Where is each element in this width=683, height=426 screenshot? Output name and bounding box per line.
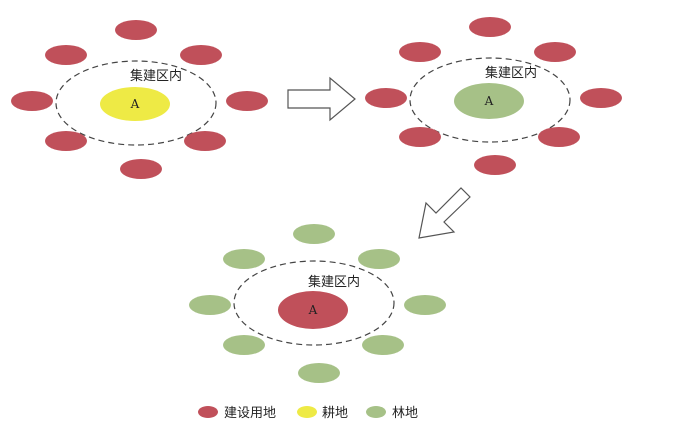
legend: 建设用地 耕地 林地 <box>198 405 418 421</box>
surrounding-parcel-forest <box>358 249 400 269</box>
zone-label: 集建区内 <box>130 68 182 84</box>
surrounding-parcel-forest <box>293 224 335 244</box>
surrounding-parcel-construction <box>538 127 580 147</box>
panel-intermediate: 集建区内 A <box>365 17 622 175</box>
core-parcel-a <box>100 87 170 121</box>
surrounding-parcel-construction <box>365 88 407 108</box>
surrounding-parcel-forest <box>362 335 404 355</box>
surrounding-parcel-construction <box>11 91 53 111</box>
legend-label-construction: 建设用地 <box>224 406 276 421</box>
arrow-down-left-icon <box>418 187 471 239</box>
zone-boundary <box>55 60 217 146</box>
core-parcel-a <box>278 291 348 329</box>
core-label: A <box>484 94 494 108</box>
legend-swatch-forest <box>366 406 386 418</box>
surrounding-parcel-forest <box>189 295 231 315</box>
surrounding-parcels <box>365 17 622 175</box>
surrounding-parcel-construction <box>180 45 222 65</box>
surrounding-parcel-forest <box>298 363 340 383</box>
zone-label: 集建区内 <box>308 274 360 290</box>
surrounding-parcels <box>189 224 446 383</box>
surrounding-parcel-forest <box>404 295 446 315</box>
surrounding-parcel-construction <box>580 88 622 108</box>
surrounding-parcel-construction <box>469 17 511 37</box>
panel-initial: 集建区内 A <box>11 20 268 179</box>
surrounding-parcel-construction <box>399 127 441 147</box>
zone-label: 集建区内 <box>485 65 537 81</box>
surrounding-parcel-construction <box>45 45 87 65</box>
core-label: A <box>130 97 140 111</box>
core-label: A <box>308 303 318 317</box>
legend-label-cultivated: 耕地 <box>322 405 348 421</box>
zone-boundary <box>409 57 571 143</box>
surrounding-parcel-forest <box>223 249 265 269</box>
zone-boundary <box>233 260 395 346</box>
surrounding-parcel-construction <box>45 131 87 151</box>
legend-swatch-cultivated <box>297 406 317 418</box>
surrounding-parcel-forest <box>223 335 265 355</box>
arrow-right-icon <box>287 76 356 122</box>
surrounding-parcel-construction <box>115 20 157 40</box>
panel-final: 集建区内 A <box>189 224 446 383</box>
surrounding-parcel-construction <box>184 131 226 151</box>
surrounding-parcel-construction <box>399 42 441 62</box>
surrounding-parcel-construction <box>474 155 516 175</box>
legend-label-forest: 林地 <box>392 406 418 421</box>
surrounding-parcel-construction <box>534 42 576 62</box>
surrounding-parcel-construction <box>120 159 162 179</box>
surrounding-parcels <box>11 20 268 179</box>
core-parcel-a <box>454 83 524 119</box>
legend-swatch-construction <box>198 406 218 418</box>
surrounding-parcel-construction <box>226 91 268 111</box>
